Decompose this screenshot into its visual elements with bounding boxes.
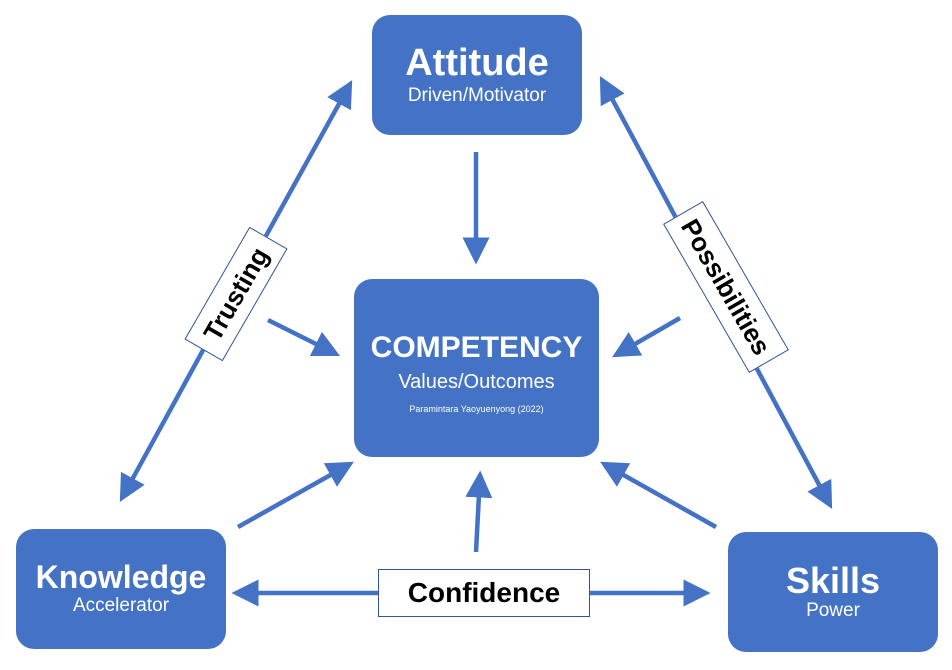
knowledge-subtitle: Accelerator (72, 595, 170, 617)
skills-subtitle: Power (806, 600, 860, 622)
arrow-possibilities-competency (612, 316, 682, 358)
skills-title: Skills (785, 559, 881, 601)
attitude-box: Attitude Driven/Motivator (372, 15, 582, 135)
competency-title: COMPETENCY (370, 330, 583, 364)
knowledge-box: Knowledge Accelerator (16, 529, 226, 649)
arrow-trusting-competency (266, 317, 341, 357)
competency-box: COMPETENCY Values/Outcomes Paramintara Y… (354, 279, 599, 457)
attitude-subtitle: Driven/Motivator (407, 84, 547, 106)
attitude-title: Attitude (405, 41, 549, 84)
competency-subtitle: Values/Outcomes (398, 370, 555, 393)
arrow-knowledge-competency (236, 461, 354, 529)
arrow-skills-competency (600, 461, 718, 529)
confidence-label: Confidence (378, 569, 590, 617)
competency-credit: Paramintara Yaoyuenyong (2022) (409, 403, 544, 414)
knowledge-title: Knowledge (35, 559, 207, 595)
skills-box: Skills Power (728, 532, 938, 652)
arrow-confidence-competency (465, 470, 493, 553)
